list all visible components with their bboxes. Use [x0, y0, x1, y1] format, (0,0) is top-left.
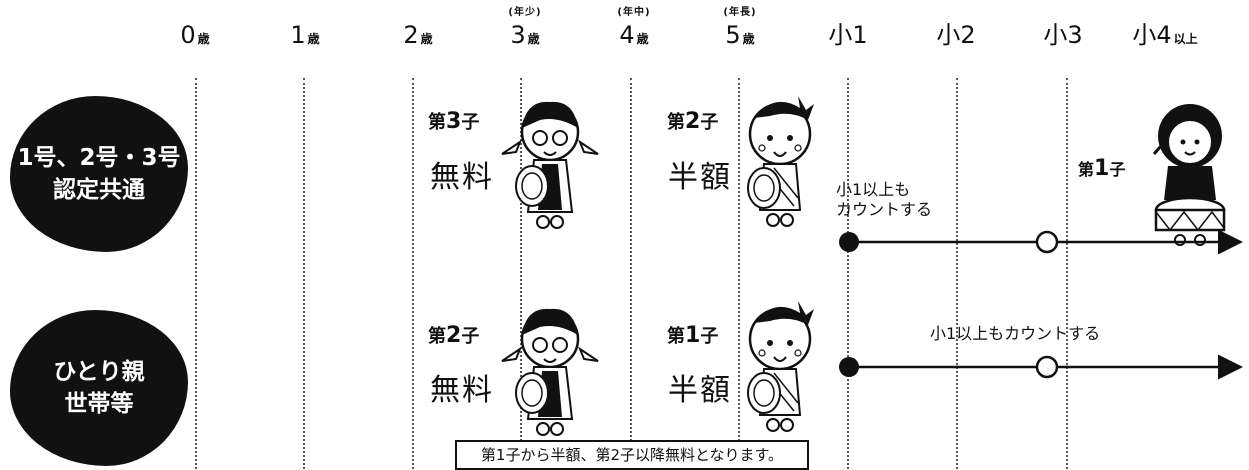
girl-cymbal-illustration: [500, 307, 600, 437]
boy-cymbal-illustration: [746, 299, 816, 433]
footnote-box: 第1子から半額、第2子以降無料となります。: [455, 440, 809, 470]
category-label-line: 1号、2号・3号: [17, 145, 181, 171]
count-note: 小1以上も カウントする: [836, 180, 933, 219]
column-divider: [195, 78, 197, 469]
child-order-label: 第3子: [428, 109, 480, 134]
fee-label-free: 無料: [430, 160, 494, 195]
child-order-label: 第2子: [667, 109, 719, 134]
category-label-line: 認定共通: [53, 177, 145, 203]
column-divider: [956, 78, 958, 469]
drummer-illustration: [1152, 102, 1226, 247]
child-order-label: 第2子: [428, 323, 480, 348]
timeline-open-dot: [1035, 355, 1059, 379]
count-note: 小1以上もカウントする: [930, 324, 1101, 343]
child-order-label: 第1子: [1078, 156, 1126, 181]
column-divider: [738, 78, 740, 469]
category-blob-single-parent: ひとり親 世帯等: [10, 310, 188, 466]
fee-label-half: 半額: [668, 373, 732, 408]
category-label-line: 世帯等: [64, 391, 134, 417]
timeline-start-dot: [839, 357, 859, 377]
column-divider: [847, 78, 849, 469]
column-divider: [412, 78, 414, 469]
column-divider: [303, 78, 305, 469]
category-label-line: ひとり親: [53, 359, 145, 385]
category-blob-certified: 1号、2号・3号 認定共通: [10, 96, 188, 252]
column-divider: [630, 78, 632, 469]
age-column-6: 小1: [828, 21, 868, 49]
child-order-label: 第1子: [667, 323, 719, 348]
age-column-7: 小2: [936, 21, 976, 49]
fee-label-half: 半額: [668, 160, 732, 195]
timeline-start-dot: [839, 232, 859, 252]
girl-cymbal-illustration: [500, 100, 600, 230]
timeline-open-dot: [1035, 230, 1059, 254]
column-divider: [520, 78, 522, 469]
boy-cymbal-illustration: [746, 94, 816, 228]
column-divider: [1066, 78, 1068, 469]
age-column-8: 小3: [1043, 21, 1083, 49]
fee-label-free: 無料: [430, 373, 494, 408]
